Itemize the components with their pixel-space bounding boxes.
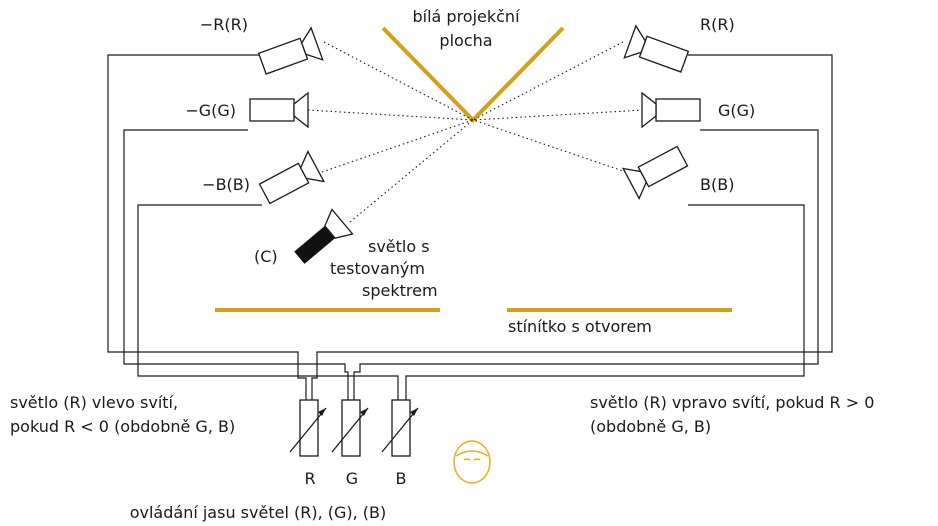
observer-face-icon xyxy=(453,440,491,484)
left-note-1: světlo (R) vlevo svítí, xyxy=(10,393,178,412)
test-light-label-3: spektrem xyxy=(362,281,438,300)
potentiometer-icon xyxy=(381,399,419,457)
slider-r-label: R xyxy=(304,469,315,488)
test-light-label-1: světlo s xyxy=(368,237,430,256)
slider-g-label: G xyxy=(346,469,358,488)
projector-icon xyxy=(256,150,325,210)
projector-icon xyxy=(623,25,692,79)
potentiometer-icon xyxy=(289,399,327,457)
right-note-1: světlo (R) vpravo svítí, pokud R > 0 xyxy=(590,393,874,412)
left-g-label: −G(G) xyxy=(185,101,236,120)
light-beams xyxy=(307,41,644,223)
right-g-label: G(G) xyxy=(718,101,755,120)
test-light-tag: (C) xyxy=(254,247,278,266)
right-note-2: (obdobně G, B) xyxy=(590,417,711,436)
projector-icon xyxy=(255,27,324,81)
aperture-label: stínítko s otvorem xyxy=(508,317,652,336)
projector-icon xyxy=(622,140,691,200)
right-r-label: R(R) xyxy=(700,15,735,34)
controls-caption: ovládání jasu světel (R), (G), (B) xyxy=(130,503,387,522)
projector-icon xyxy=(249,92,309,128)
wiring xyxy=(107,54,833,400)
left-r-label: −R(R) xyxy=(200,15,248,34)
left-b-label: −B(B) xyxy=(202,175,250,194)
projection-surface-label-1: bílá projekční xyxy=(412,7,520,26)
slider-b-label: B xyxy=(396,469,407,488)
test-light-label-2: testovaným xyxy=(330,259,425,278)
left-note-2: pokud R < 0 (obdobně G, B) xyxy=(10,417,235,436)
potentiometer-icon xyxy=(331,399,369,457)
projection-surface xyxy=(381,26,565,123)
right-b-label: B(B) xyxy=(700,175,734,194)
projection-surface-label-2: plocha xyxy=(439,31,492,50)
projector-icon xyxy=(641,92,701,128)
flashlight-icon xyxy=(294,208,354,264)
